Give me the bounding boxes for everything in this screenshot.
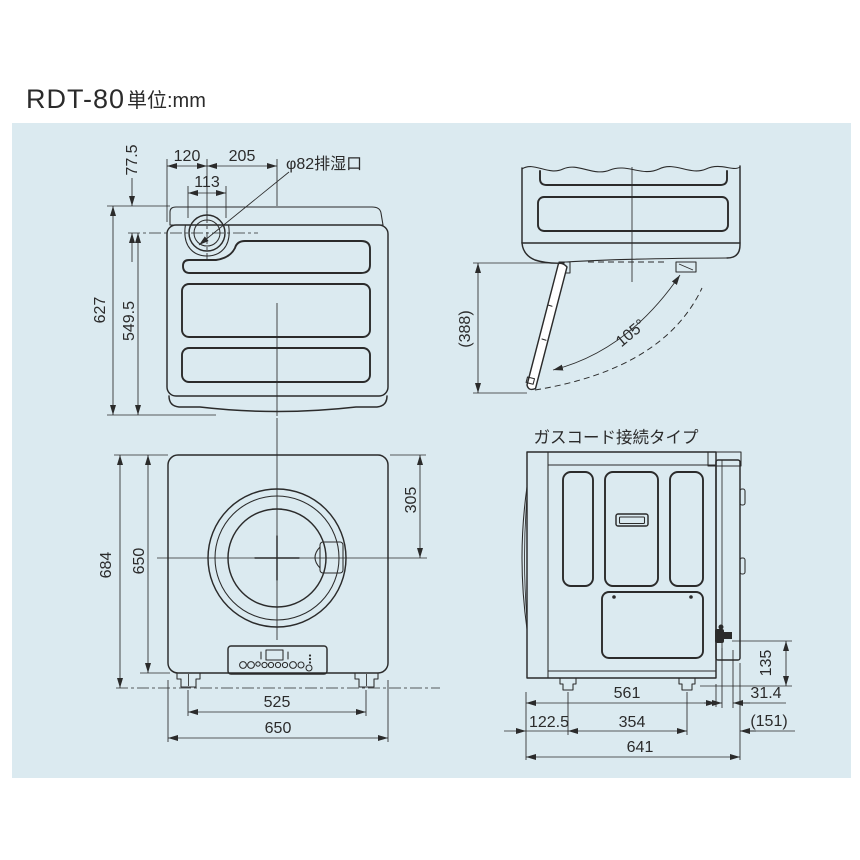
rear-side-bulge-outer (521, 486, 528, 630)
top-view-rear-band (169, 206, 384, 226)
side-rear-foot (675, 261, 697, 273)
dim-label-305: 305 (403, 487, 420, 514)
door-tip-foot (525, 376, 536, 385)
rear-handle-outer (615, 513, 649, 527)
door-swing-arc-dashed (534, 287, 703, 391)
panel-display (265, 649, 284, 661)
top-slot-3 (181, 347, 371, 383)
rear-foot-front (559, 677, 577, 691)
side-slot-upper (539, 170, 728, 186)
rear-slot-right (669, 471, 704, 587)
dim-label-354: 354 (619, 714, 646, 731)
ext-31-4 (721, 648, 734, 708)
drawing-panel (12, 123, 851, 778)
panel-display-ticks (260, 651, 289, 660)
top-slot-2 (181, 283, 371, 338)
rear-duct-bump-2 (739, 557, 746, 575)
rear-slot-middle (604, 471, 659, 587)
rear-duct-bump-1 (739, 488, 746, 506)
rear-view-title: ガスコード接続タイプ (534, 428, 700, 447)
vent-label: φ82排湿口 (286, 155, 362, 173)
control-panel (227, 645, 328, 675)
top-view: φ82排湿口 120 205 113 77.5 627 549.5 (92, 144, 389, 416)
dim-label-561: 561 (614, 685, 641, 702)
panel-indicator-dots (308, 654, 312, 664)
dim-label-388: (388) (457, 310, 474, 347)
dim-label-627: 627 (92, 297, 109, 324)
dim-label-650-bottom: 650 (265, 720, 292, 737)
dim-label-684: 684 (98, 552, 115, 579)
side-underside (565, 257, 728, 263)
access-panel-screw-right (689, 595, 693, 599)
front-body (167, 454, 389, 674)
dim-label-151: (151) (750, 713, 787, 730)
rear-handle-inner (618, 516, 646, 525)
rear-side-bulge-inner (524, 496, 528, 620)
dim-label-122-5: 122.5 (529, 714, 569, 731)
dim-label-31-4: 31.4 (750, 685, 781, 702)
rear-foot-back (678, 677, 696, 691)
door-handle (319, 541, 344, 574)
top-slot-1 (182, 240, 371, 274)
door-hinge-ticks (541, 304, 553, 341)
front-foot-right (354, 672, 379, 688)
rear-view: ガスコード接続タイプ (504, 428, 795, 760)
dim-label-113: 113 (194, 174, 220, 191)
dim-label-650-left: 650 (131, 548, 148, 575)
rear-slot-left (562, 471, 594, 587)
door-swing-arc (552, 274, 681, 371)
front-foot-left (176, 672, 201, 688)
top-view-front-edge (168, 395, 388, 413)
drum-center-cross (254, 535, 300, 581)
ext-650b (167, 680, 389, 742)
access-panel-screw-left (612, 595, 616, 599)
dim-label-205: 205 (229, 148, 256, 165)
gas-cock (715, 624, 732, 643)
dim-label-641: 641 (627, 739, 654, 756)
dim-label-77-5: 77.5 (124, 144, 141, 175)
rear-top-right-box (707, 451, 742, 467)
dim-label-525: 525 (264, 694, 291, 711)
rear-access-panel (601, 591, 704, 659)
ext-feet-centers (567, 692, 688, 735)
side-slot-lower (537, 196, 729, 232)
dim-label-135: 135 (758, 650, 775, 677)
page-title: RDT-80 (26, 84, 125, 114)
unit-label: 単位:mm (127, 89, 206, 112)
side-rear-foot-hatch (678, 263, 694, 271)
panel-buttons (239, 661, 313, 672)
dim-label-549-5: 549.5 (121, 301, 138, 341)
door-handle-recess (314, 546, 321, 569)
top-view-body (166, 224, 389, 397)
break-wave-line (521, 165, 741, 173)
dim-label-120: 120 (174, 148, 201, 165)
side-body-right (726, 165, 741, 259)
vent-leader-line (198, 171, 290, 246)
front-view: 684 650 305 525 650 (98, 418, 440, 742)
